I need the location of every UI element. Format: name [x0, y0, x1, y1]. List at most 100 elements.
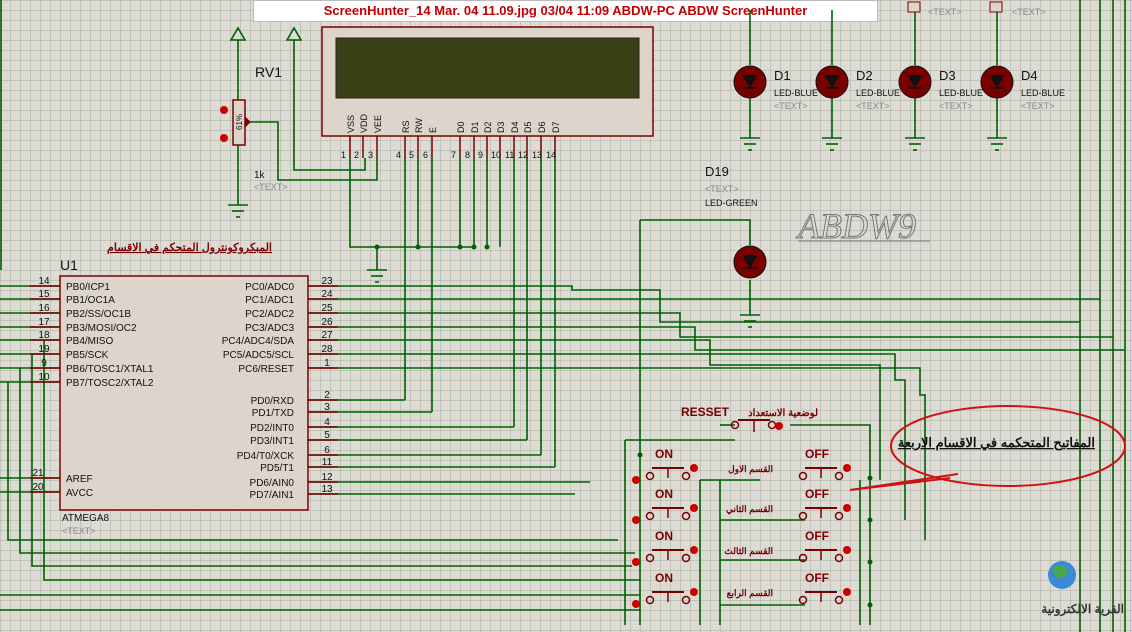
lcd-screen: [335, 37, 640, 99]
lcd-pin-label: D0: [456, 121, 466, 133]
mcu-pin-name: AREF: [66, 474, 93, 485]
mcu-pin-number: 27: [321, 330, 333, 341]
pin-dot: [843, 504, 851, 512]
mcu-pin-name: PC1/ADC1: [245, 295, 294, 306]
lcd-pin-number: 6: [423, 150, 428, 160]
rv1-ref: RV1: [255, 64, 282, 80]
callout-ellipse: [890, 405, 1126, 487]
diode-icon: [824, 75, 840, 88]
mcu-pin-name: PB6/TOSC1/XTAL1: [66, 364, 154, 375]
led-ref: D2: [856, 68, 873, 83]
component-stub: [989, 1, 1003, 13]
mcu-part: ATMEGA8: [62, 513, 109, 524]
mcu-pin-name: PB7/TOSC2/XTAL2: [66, 378, 154, 389]
lcd-pin-number: 11: [505, 150, 514, 160]
junction: [867, 517, 873, 523]
watermark-text: ABDW9: [796, 206, 916, 246]
lcd-pin-label: D6: [537, 121, 547, 133]
rv1-value: 1k: [254, 170, 266, 181]
pin-dot: [798, 553, 808, 563]
lcd-pin-label: VEE: [373, 115, 383, 133]
mcu-pin-number: 26: [321, 317, 333, 328]
lcd-pin-label: D2: [483, 121, 493, 133]
mcu-pin-number: 17: [38, 317, 50, 328]
led-type: LED-BLUE: [774, 88, 818, 98]
lcd-pin-label: E: [428, 127, 438, 133]
text-placeholder: <TEXT>: [1012, 7, 1046, 17]
pin-dot: [690, 464, 698, 472]
pin-dot: [681, 471, 691, 481]
mcu-pin-name: PC4/ADC4/SDA: [222, 336, 295, 347]
pin-dot: [632, 516, 640, 524]
wire: [7, 382, 618, 541]
lcd-pin-number: 2: [354, 150, 359, 160]
pin-dot: [798, 595, 808, 605]
mcu-pin-name: PB3/MOSI/OC2: [66, 323, 137, 334]
mcu-pin-name: PD3/INT1: [250, 436, 294, 447]
pin-dot: [690, 588, 698, 596]
lcd-pin-label: D7: [551, 121, 561, 133]
pin-dot: [834, 553, 844, 563]
logo: القرية الالكترونية: [1041, 561, 1124, 617]
switch-section-label: القسم الثاني: [726, 504, 773, 515]
junction: [415, 244, 421, 250]
pin-dot: [220, 106, 228, 114]
switch-section-label: القسم الثالث: [724, 546, 773, 557]
mcu-pin-number: 4: [324, 417, 330, 428]
mcu-pin-number: 15: [38, 289, 50, 300]
diode-icon: [989, 75, 1005, 88]
lcd-pin-label: RS: [401, 120, 411, 133]
lcd-pin-label: D4: [510, 121, 520, 133]
wire: [250, 121, 378, 181]
mcu-u1: المبكروكونترول المتحكم في الاقسام U1 ATM…: [30, 242, 338, 536]
led-text-placeholder: <TEXT>: [774, 101, 808, 111]
lcd-pins: VSS1VDD2VEE3RS4RW5E6D07D18D29D310D411D51…: [341, 113, 561, 160]
switch-on-label: ON: [655, 487, 673, 501]
lcd-pin-label: VDD: [359, 113, 369, 133]
led-array: D1LED-BLUE<TEXT>D2LED-BLUE<TEXT>D3LED-BL…: [733, 65, 1065, 111]
mcu-pin-name: PD7/AIN1: [250, 490, 295, 501]
lcd-pin-label: D1: [470, 121, 480, 133]
rv1-pct: 61%: [235, 114, 244, 130]
lcd-pin-number: 7: [451, 150, 456, 160]
mcu-pin-number: 14: [38, 276, 50, 287]
mcu-pin-number: 21: [32, 468, 44, 479]
led-text-placeholder: <TEXT>: [856, 101, 890, 111]
led-ref: D3: [939, 68, 956, 83]
logo-text: القرية الالكترونية: [1041, 602, 1124, 617]
ground-icon: [987, 137, 1007, 151]
mcu-pin-name: PC5/ADC5/SCL: [223, 350, 295, 361]
switch-off-label: OFF: [805, 447, 829, 461]
junction: [637, 452, 643, 458]
d19-text-placeholder: <TEXT>: [705, 184, 739, 194]
lcd-pin-number: 9: [478, 150, 483, 160]
mcu-pin-number: 11: [322, 457, 333, 468]
mcu-pin-number: 20: [32, 482, 44, 493]
mcu-pin-name: PB1/OC1A: [66, 295, 115, 306]
pin-dot: [767, 420, 777, 430]
wiper-arrow-icon: [245, 116, 251, 128]
pin-dot: [834, 471, 844, 481]
mcu-pin-name: AVCC: [66, 488, 93, 499]
mcu-body: [59, 275, 309, 511]
switch-section-label: القسم الرابع: [727, 588, 773, 599]
mcu-pin-name: PD2/INT0: [250, 423, 294, 434]
mcu-pin-name: PC2/ADC2: [245, 309, 294, 320]
led-type: LED-BLUE: [856, 88, 900, 98]
wire: [308, 312, 1113, 338]
callout-pointer: [849, 473, 959, 491]
lcd-pin-label: RW: [414, 118, 424, 133]
junction-dots: [374, 244, 873, 608]
mcu-pin-name: PD5/T1: [260, 463, 294, 474]
pin-dot: [798, 471, 808, 481]
power-arrow-icon: [285, 26, 303, 41]
pin-dot: [220, 134, 228, 142]
switch-off-label: OFF: [805, 487, 829, 501]
wire: [640, 219, 751, 245]
mcu-pin-number: 24: [321, 289, 333, 300]
mcu-text-placeholder: <TEXT>: [62, 526, 96, 536]
pin-dot: [690, 546, 698, 554]
